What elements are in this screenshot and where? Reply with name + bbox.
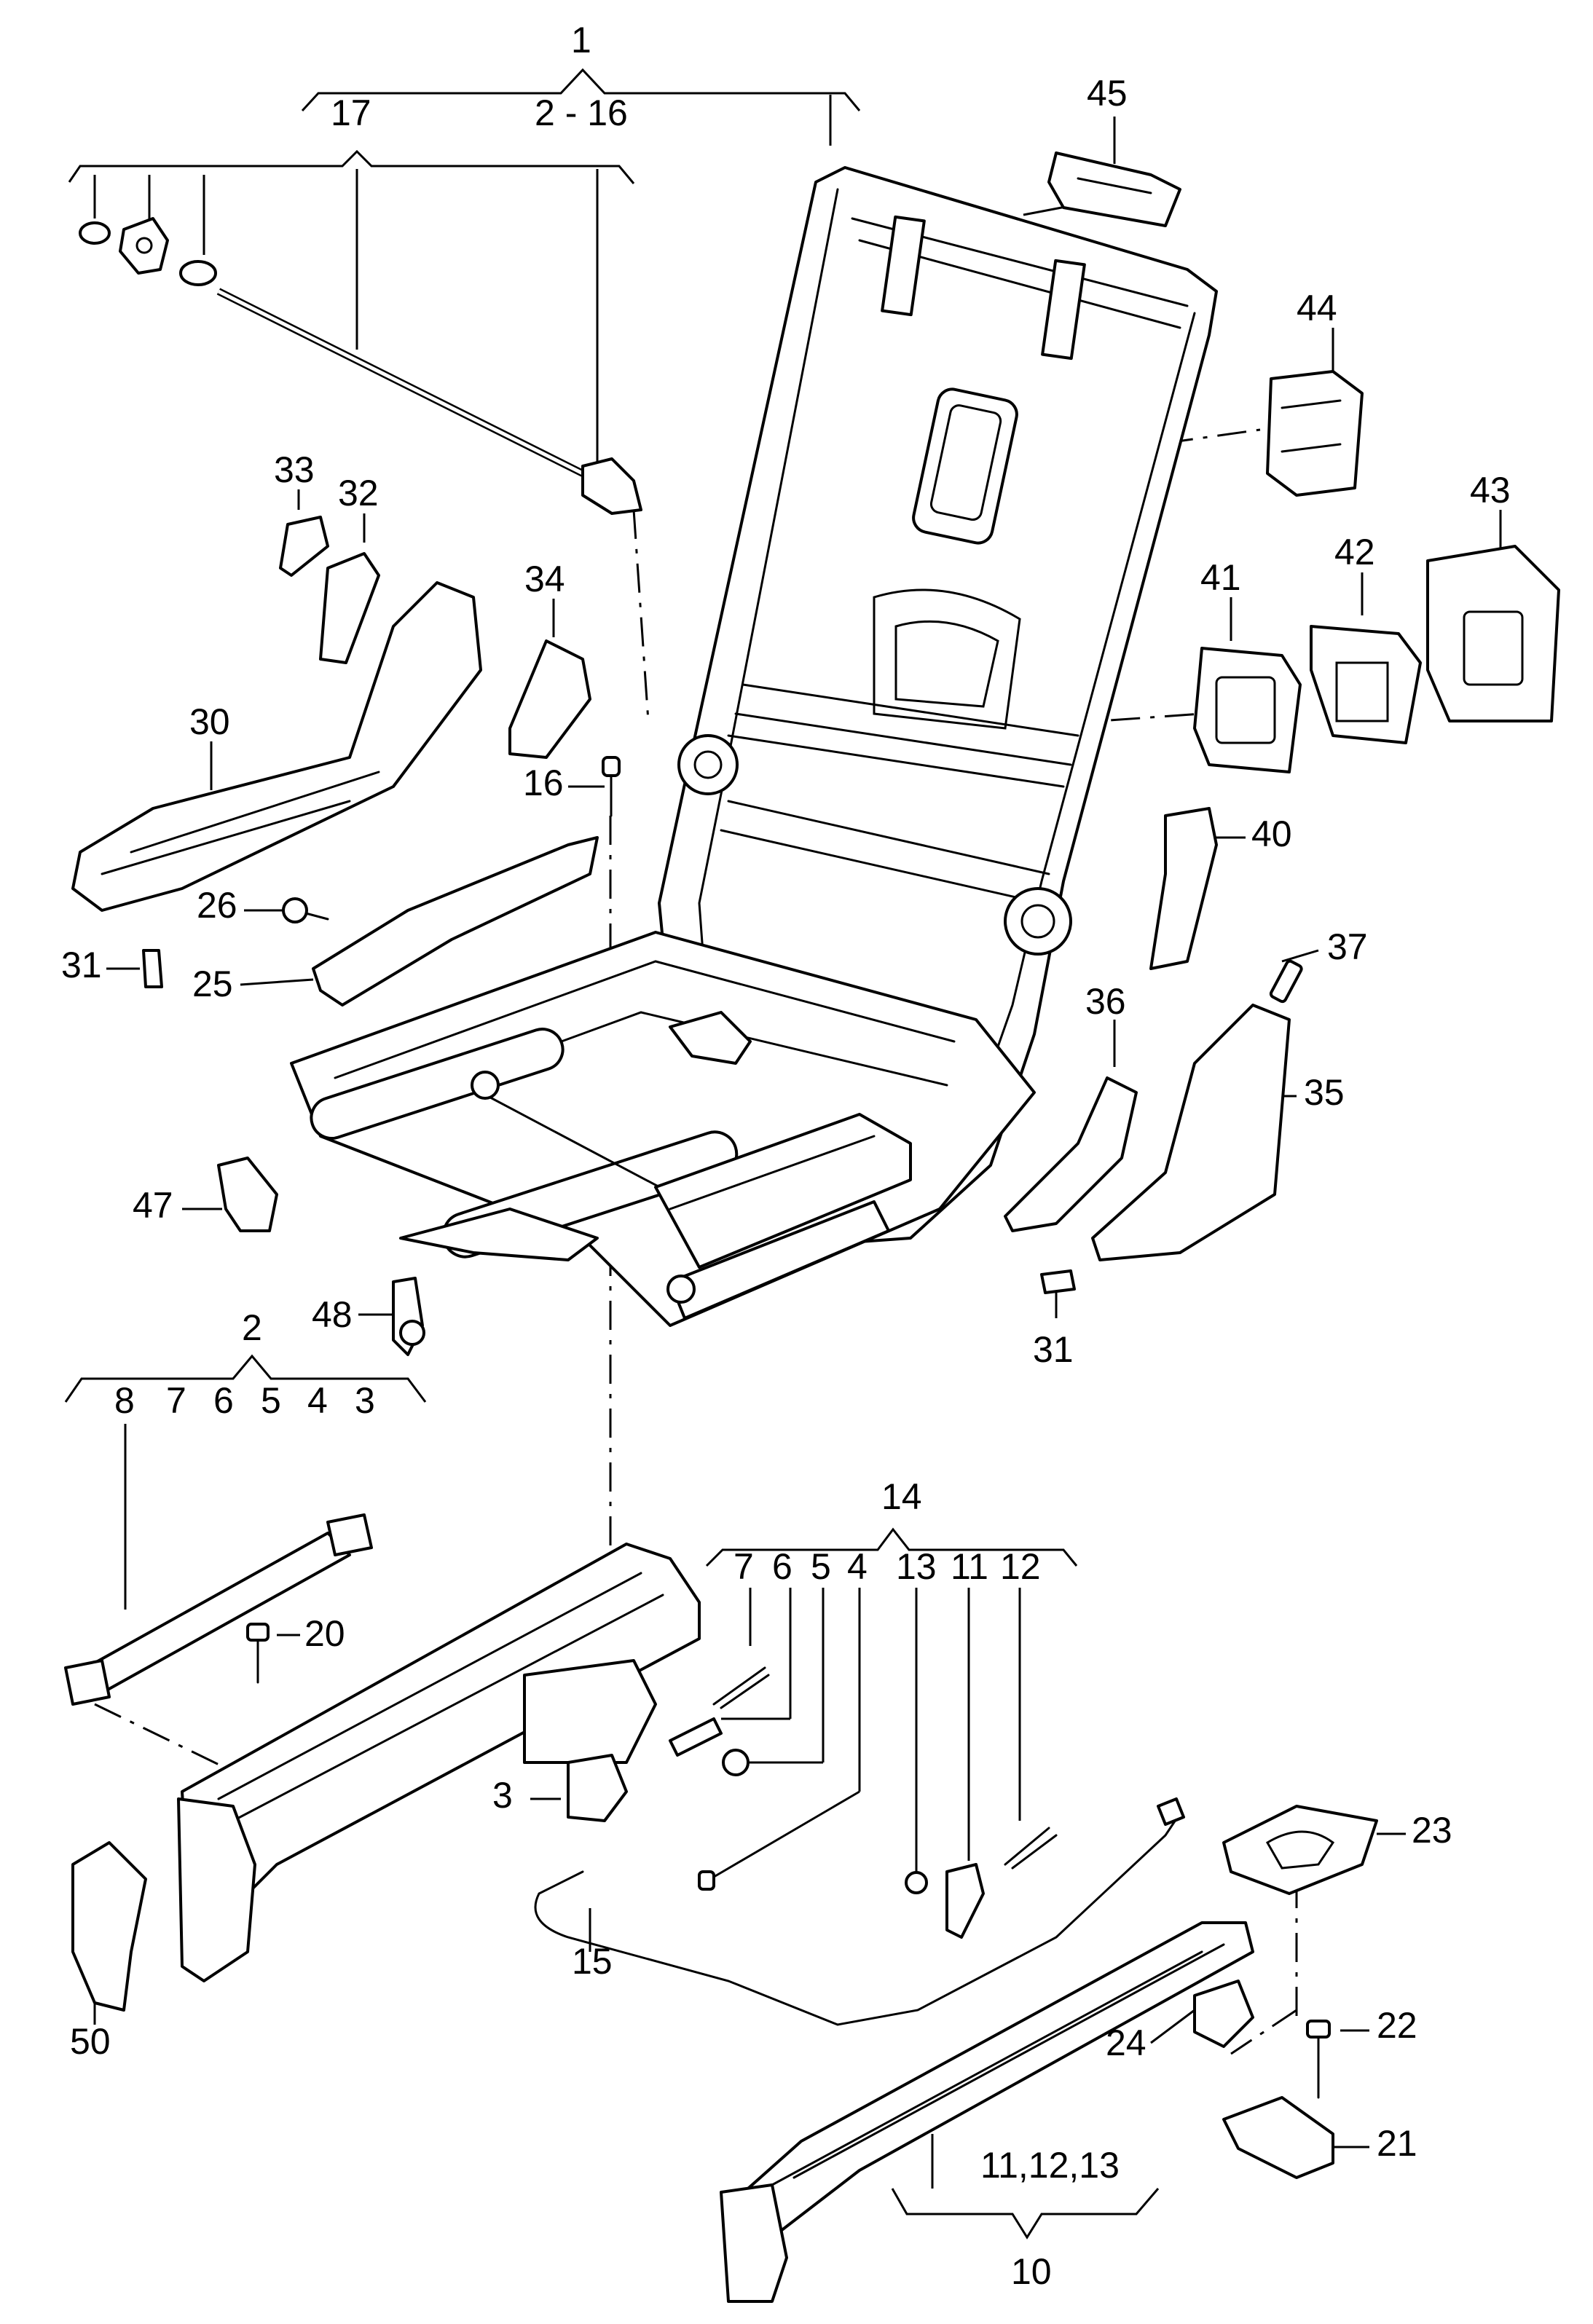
callout-45: 45 xyxy=(1087,73,1128,114)
callout-10: 10 xyxy=(1011,2251,1052,2292)
callout-33: 33 xyxy=(274,449,315,490)
callout-16: 16 xyxy=(523,763,564,803)
callout-23: 23 xyxy=(1412,1810,1452,1851)
callout-2-5: 5 xyxy=(261,1380,281,1421)
parts-right xyxy=(1004,151,1560,1294)
callout-17: 17 xyxy=(331,92,371,133)
callout-42: 42 xyxy=(1334,532,1375,572)
callout-25: 25 xyxy=(192,964,233,1004)
callout-14-12: 12 xyxy=(1000,1546,1041,1587)
callout-50: 50 xyxy=(70,2021,111,2062)
callout-2-4: 4 xyxy=(307,1380,328,1421)
callout-22: 22 xyxy=(1377,2005,1417,2046)
callout-37: 37 xyxy=(1327,926,1368,967)
callout-2-8: 8 xyxy=(114,1380,135,1421)
seat-cushion-frame xyxy=(290,931,1036,1327)
callout-3: 3 xyxy=(492,1775,513,1816)
callout-1: 1 xyxy=(571,20,591,60)
callout-2-16: 2 - 16 xyxy=(535,92,628,133)
brace-2 xyxy=(64,1354,427,1403)
callout-14: 14 xyxy=(881,1476,922,1517)
callout-14-6: 6 xyxy=(772,1546,792,1587)
callout-41: 41 xyxy=(1200,557,1241,598)
alignment-lines xyxy=(94,428,1298,2055)
callout-26: 26 xyxy=(197,885,237,926)
callout-14-13: 13 xyxy=(896,1546,937,1587)
callout-31-right: 31 xyxy=(1033,1329,1074,1370)
brace-10 xyxy=(891,2188,1160,2240)
callout-2: 2 xyxy=(242,1307,262,1348)
callout-35: 35 xyxy=(1304,1072,1345,1113)
callout-44: 44 xyxy=(1297,288,1337,328)
callout-30: 30 xyxy=(189,701,230,742)
callout-20: 20 xyxy=(304,1613,345,1654)
right-rail-assembly xyxy=(720,1805,1378,2303)
brace-17 xyxy=(68,149,635,184)
part-17-rod xyxy=(79,217,642,515)
callout-34: 34 xyxy=(524,559,565,599)
callout-11-12-13: 11,12,13 xyxy=(980,2145,1120,2186)
callout-2-7: 7 xyxy=(166,1380,186,1421)
callout-21: 21 xyxy=(1377,2123,1417,2164)
brace-1 xyxy=(301,68,861,112)
parts-left xyxy=(71,516,752,1356)
callout-31-left: 31 xyxy=(61,945,102,985)
callout-48: 48 xyxy=(312,1294,353,1335)
callout-14-4: 4 xyxy=(847,1546,868,1587)
callout-14-7: 7 xyxy=(733,1546,754,1587)
callout-14-5: 5 xyxy=(811,1546,831,1587)
callout-2-3: 3 xyxy=(355,1380,375,1421)
callout-43: 43 xyxy=(1470,470,1511,511)
brace-14 xyxy=(705,1527,1078,1567)
callout-32: 32 xyxy=(338,473,379,513)
left-rail-assembly xyxy=(64,1513,1185,2026)
callout-47: 47 xyxy=(133,1185,173,1226)
callout-2-6: 6 xyxy=(213,1380,234,1421)
callout-14-11: 11 xyxy=(951,1546,988,1587)
callout-36: 36 xyxy=(1085,981,1126,1022)
callout-40: 40 xyxy=(1251,814,1292,854)
